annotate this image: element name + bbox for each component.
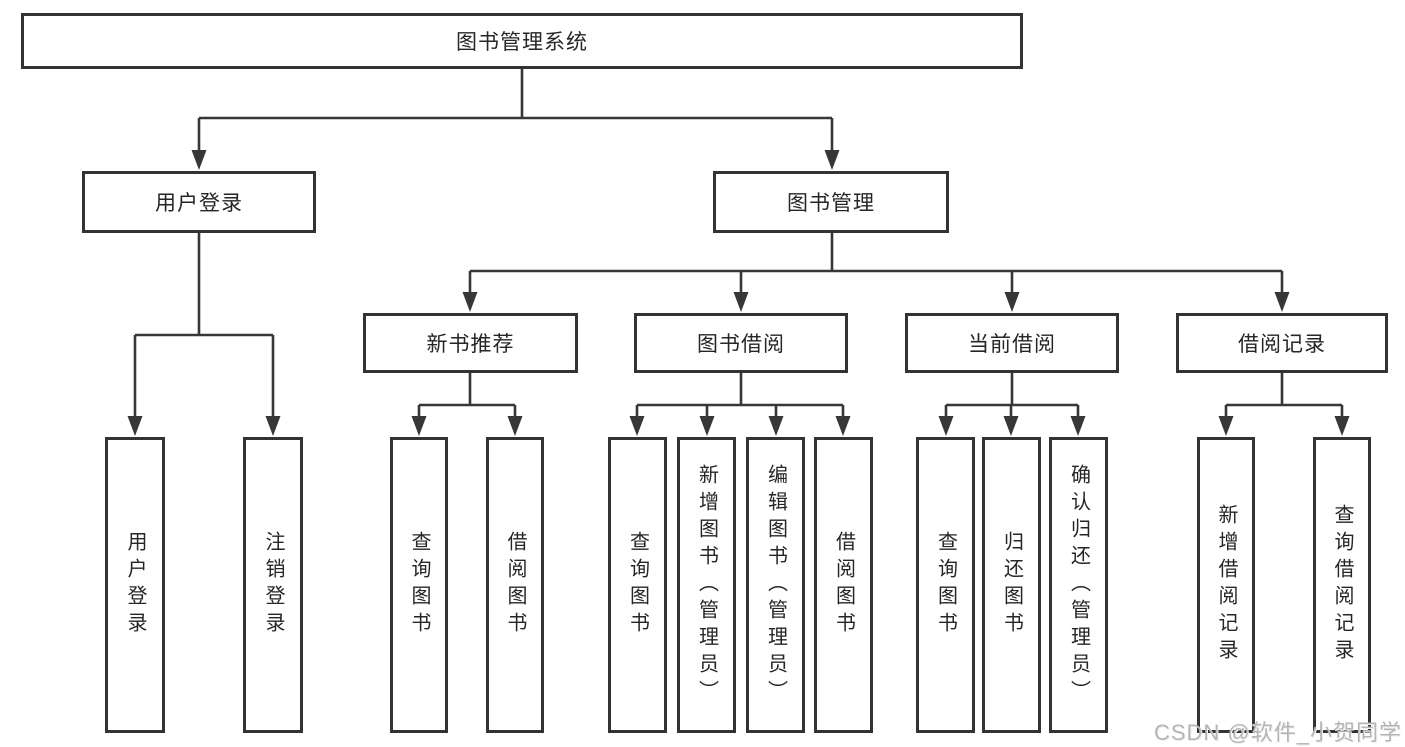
csdn-watermark: CSDN @软件_小贺同学 (1153, 720, 1402, 745)
leaf-borrow-edit-books-admin-label: 编辑图书（管理员） (764, 463, 787, 707)
leaf-borrow-add-books-admin: 新增图书（管理员） (677, 437, 736, 733)
node-current-borrowing-label: 当前借阅 (968, 333, 1056, 356)
leaf-record-query-borrow-record: 查询借阅记录 (1313, 437, 1371, 733)
node-book-borrowing-label: 图书借阅 (697, 333, 785, 356)
leaf-newbook-query-books-label: 查询图书 (408, 531, 430, 639)
node-borrowing-records: 借阅记录 (1176, 313, 1388, 373)
node-user-login-label: 用户登录 (155, 192, 243, 215)
leaf-record-add-borrow-record-label: 新增借阅记录 (1215, 504, 1237, 666)
node-root: 图书管理系统 (21, 13, 1023, 69)
leaf-current-confirm-return-admin-label: 确认归还（管理员） (1067, 463, 1090, 707)
leaf-user-login: 用户登录 (105, 437, 165, 733)
leaf-record-query-borrow-record-label: 查询借阅记录 (1331, 504, 1353, 666)
node-root-label: 图书管理系统 (456, 31, 588, 54)
leaf-current-confirm-return-admin: 确认归还（管理员） (1049, 437, 1108, 733)
node-new-book-recommend: 新书推荐 (363, 313, 578, 373)
leaf-borrow-borrow-books-label: 借阅图书 (832, 531, 855, 639)
node-borrowing-records-label: 借阅记录 (1238, 333, 1326, 356)
leaf-current-return-books-label: 归还图书 (1000, 531, 1023, 639)
leaf-logout-label: 注销登录 (262, 531, 284, 639)
node-book-management: 图书管理 (713, 171, 949, 233)
leaf-borrow-query-books-label: 查询图书 (626, 531, 649, 639)
leaf-newbook-borrow-books: 借阅图书 (486, 437, 544, 733)
node-book-management-label: 图书管理 (787, 192, 875, 215)
leaf-current-query-books: 查询图书 (916, 437, 975, 733)
node-current-borrowing: 当前借阅 (905, 313, 1119, 373)
leaf-borrow-edit-books-admin: 编辑图书（管理员） (746, 437, 805, 733)
leaf-newbook-borrow-books-label: 借阅图书 (504, 531, 526, 639)
leaf-borrow-query-books: 查询图书 (608, 437, 667, 733)
leaf-logout: 注销登录 (243, 437, 303, 733)
leaf-current-query-books-label: 查询图书 (934, 531, 957, 639)
leaf-user-login-label: 用户登录 (124, 531, 146, 639)
node-user-login: 用户登录 (82, 171, 316, 233)
leaf-borrow-borrow-books: 借阅图书 (814, 437, 873, 733)
leaf-record-add-borrow-record: 新增借阅记录 (1197, 437, 1255, 733)
leaf-newbook-query-books: 查询图书 (390, 437, 448, 733)
leaf-borrow-add-books-admin-label: 新增图书（管理员） (695, 463, 718, 707)
node-new-book-recommend-label: 新书推荐 (426, 333, 515, 356)
leaf-current-return-books: 归还图书 (982, 437, 1041, 733)
node-book-borrowing: 图书借阅 (634, 313, 848, 373)
